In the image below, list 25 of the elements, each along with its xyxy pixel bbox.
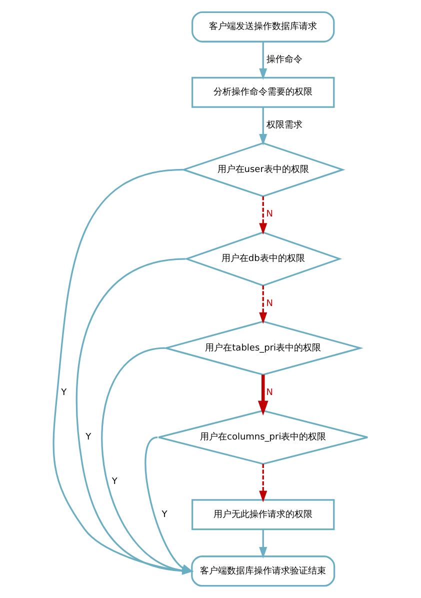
edge-label: Y <box>61 388 67 398</box>
arrow <box>258 374 268 416</box>
arrow <box>259 107 268 146</box>
node-diamond: 用户在tables_pri表中的权限 <box>162 320 364 376</box>
arrow <box>259 42 268 80</box>
node-diamond: 用户在db表中的权限 <box>184 231 342 286</box>
node-box: 用户无此操作请求的权限 <box>192 499 335 530</box>
edge-label: N <box>266 298 274 309</box>
arrow <box>259 464 268 502</box>
edge-label: N <box>266 388 274 398</box>
node-box: 客户端数据库操作请求验证结束 <box>191 556 336 587</box>
edge-label: Y <box>112 477 118 488</box>
edge-label: 权限需求 <box>266 120 302 130</box>
arrow <box>259 196 268 235</box>
arrow <box>259 530 268 558</box>
edge-label: 操作命令 <box>266 54 302 65</box>
edge-label: N <box>266 210 274 220</box>
arrow <box>259 286 268 324</box>
arrow <box>144 436 194 572</box>
node-diamond: 用户在user表中的权限 <box>180 142 346 198</box>
node-box: 分析操作命令需要的权限 <box>192 76 335 108</box>
edge-label: Y <box>86 432 92 443</box>
edge-label: Y <box>162 510 168 520</box>
node-diamond: 用户在columns_pri表中的权限 <box>158 410 368 465</box>
node-box: 客户端发送操作数据库请求 <box>192 11 335 42</box>
